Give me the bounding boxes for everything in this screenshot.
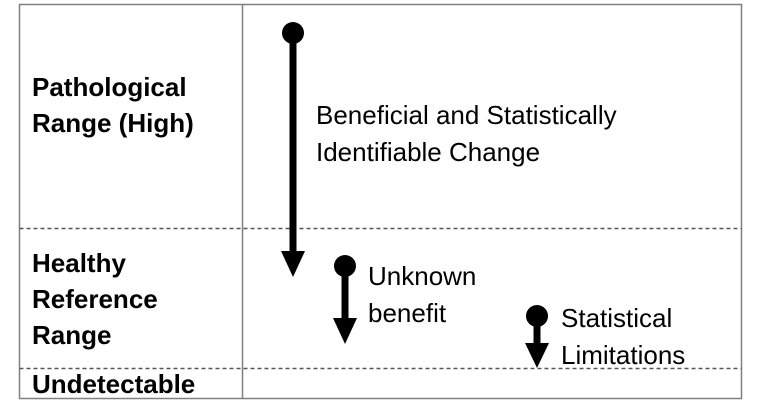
row-label-undetectable: Undetectable (32, 369, 196, 399)
small-arrow-head (525, 343, 549, 368)
medium-arrow-head (333, 318, 357, 344)
caption-statistical-limitations: Statistical Limitations (561, 303, 686, 370)
row-label-healthy-reference: Healthy Reference Range (32, 248, 158, 350)
outer-frame (18, 3, 743, 400)
caption-beneficial-change: Beneficial and Statistically Identifiabl… (316, 100, 617, 167)
row-label-pathological-high: Pathological Range (High) (32, 72, 194, 138)
large-arrow-head (281, 251, 305, 277)
medium-change-arrow (333, 255, 357, 344)
large-change-arrow (281, 22, 305, 277)
small-change-arrow (525, 305, 549, 368)
caption-unknown-benefit: Unknown benefit (368, 261, 477, 328)
